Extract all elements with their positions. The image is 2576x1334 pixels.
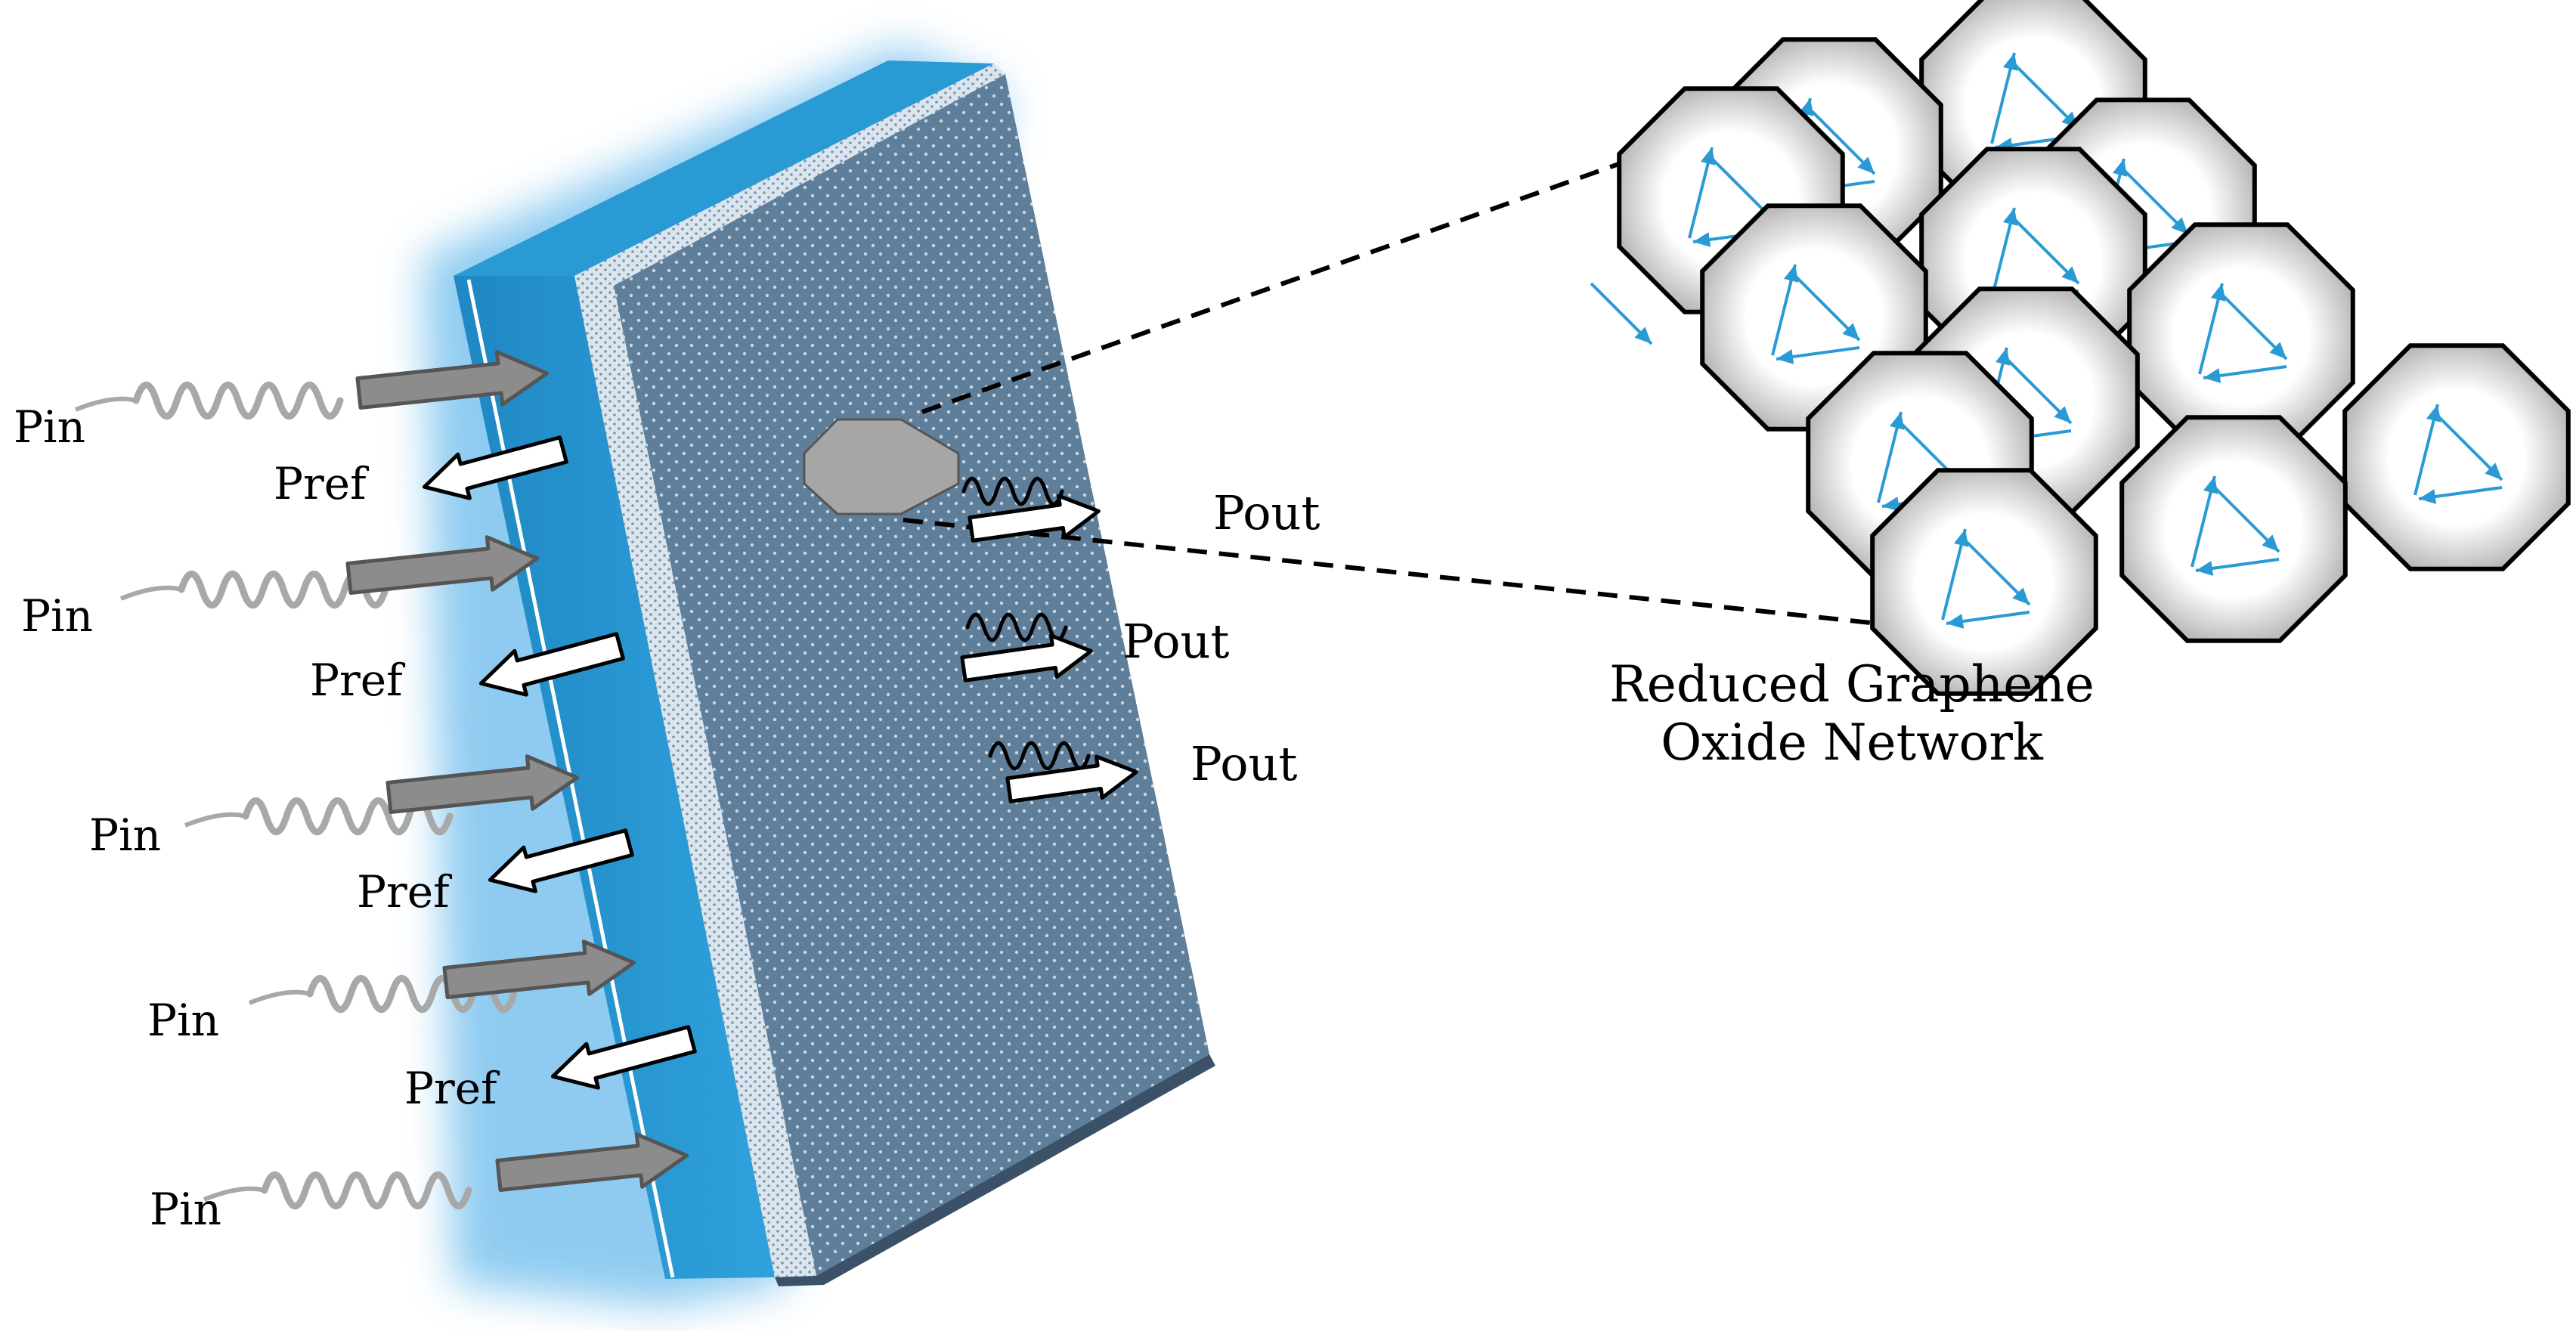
octagon-cell	[2342, 343, 2571, 571]
incident-arrow-icon	[345, 535, 540, 595]
incident-arrow-icon	[385, 754, 580, 814]
transmitted-wave-icon	[965, 612, 1068, 642]
pref-label-1: Pref	[274, 458, 369, 509]
incident-reflected-waves	[74, 350, 697, 1210]
octagon-cell	[2127, 222, 2355, 450]
transmitted-arrow-icon	[1005, 754, 1138, 803]
transmitted-wave-icon	[988, 741, 1091, 771]
pin-label-4: Pin	[147, 995, 219, 1046]
pin-label-1: Pin	[14, 401, 85, 453]
vector-head-icon	[1693, 232, 1711, 247]
network-title-line1: Reduced Graphene	[1609, 655, 2095, 713]
shielding-panel	[454, 60, 1215, 1286]
reflected-arrow-icon	[550, 1025, 697, 1090]
pin-label-2: Pin	[21, 590, 93, 642]
pref-label-3: Pref	[357, 866, 452, 918]
pin-label-5: Pin	[150, 1184, 221, 1235]
reflected-arrow-icon	[422, 435, 568, 500]
panel-edge	[574, 276, 816, 1277]
wave-tail	[119, 585, 182, 601]
incident-arrow-icon	[355, 350, 550, 410]
panel-top-face	[454, 60, 994, 276]
vector-head-icon	[2262, 534, 2279, 552]
graphene-network	[1590, 0, 2571, 696]
wave-tail	[184, 812, 246, 828]
octagon-cell	[1870, 468, 2098, 696]
vector-head-icon	[2203, 368, 2221, 383]
pref-label-2: Pref	[310, 655, 405, 706]
reflected-arrow-icon	[488, 828, 634, 893]
pout-label-2: Pout	[1122, 614, 1229, 669]
vector-head-icon	[2061, 266, 2079, 283]
vector-head-icon	[2196, 561, 2214, 576]
pref-label-4: Pref	[404, 1063, 500, 1114]
incident-arrow-icon	[442, 939, 636, 999]
vector-head-icon	[1842, 323, 1859, 340]
pout-label-1: Pout	[1213, 485, 1320, 540]
pout-label-3: Pout	[1190, 736, 1297, 791]
network-title-line2: Oxide Network	[1661, 713, 2044, 772]
wave-tail	[74, 396, 137, 412]
labels: Pin Pref Pin Pref Pin Pref Pin Pref Pin …	[14, 401, 2095, 1235]
vector-head-icon	[2419, 489, 2437, 504]
transmitted-arrow-icon	[968, 494, 1101, 543]
vector-head-icon	[1857, 156, 1875, 174]
vector-head-icon	[2171, 217, 2188, 234]
vector-head-icon	[2054, 406, 2071, 423]
graphene-cell	[2342, 343, 2571, 571]
octagon-cell	[2119, 415, 2348, 643]
pin-label-3: Pin	[89, 809, 161, 861]
wave-tail	[203, 1186, 265, 1202]
vector-head-icon	[2012, 587, 2030, 605]
vector-head-icon	[1882, 497, 1900, 512]
transmitted-arrow-icon	[960, 633, 1093, 682]
stray-vector	[1590, 282, 1653, 345]
reflected-arrow-icon	[478, 632, 625, 697]
wave-tail	[248, 989, 311, 1005]
graphene-cell	[2127, 222, 2355, 450]
incident-arrow-icon	[495, 1132, 689, 1192]
graphene-cell	[1870, 468, 2098, 696]
incident-wave-icon	[261, 1171, 472, 1210]
octagon-marker	[803, 418, 960, 515]
panel-face	[614, 74, 1209, 1276]
vector-head-icon	[1776, 349, 1794, 364]
panel-front-slab	[454, 276, 775, 1279]
vector-head-icon	[1634, 327, 1652, 344]
vector-head-icon	[2485, 463, 2502, 480]
incident-wave-icon	[132, 381, 344, 420]
graphene-cell	[2119, 415, 2348, 643]
vector-head-icon	[1946, 614, 1965, 629]
vector-head-icon	[2269, 342, 2287, 359]
zoom-lines	[903, 147, 2057, 645]
transmitted-waves	[960, 476, 1138, 803]
transmitted-wave-icon	[961, 476, 1064, 506]
